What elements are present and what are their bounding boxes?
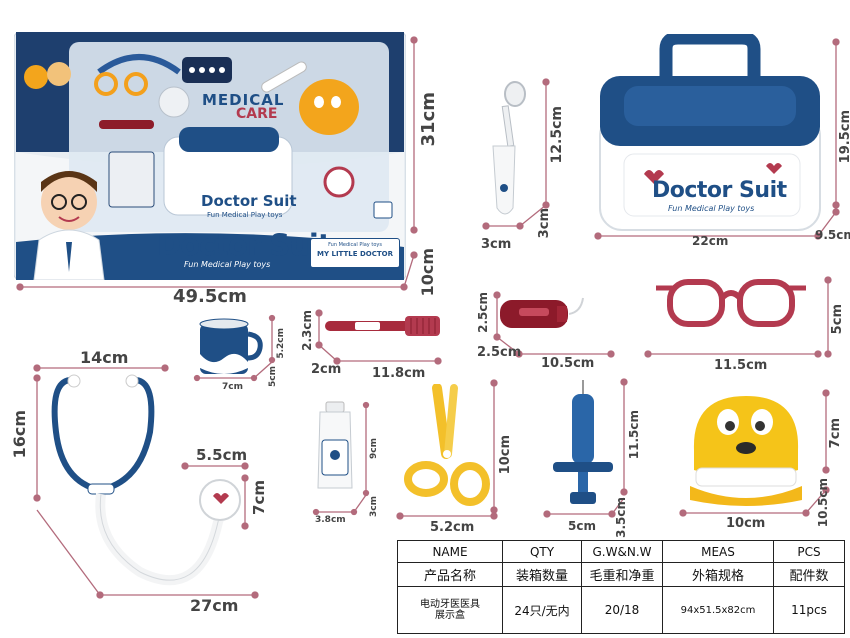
- toothbrush: [325, 316, 440, 336]
- package-brand: Doctor Suit: [157, 228, 332, 262]
- spec-name-line2: 展示盒: [435, 610, 465, 622]
- dim-teeth-width: 10cm: [726, 516, 766, 531]
- spec-header-pcs-cn: 配件数: [773, 562, 845, 588]
- stethoscope: [51, 374, 241, 586]
- package-label-small: Fun Medical Play toys: [328, 242, 382, 248]
- teeth-model: [690, 396, 802, 506]
- thermometer: [500, 297, 584, 328]
- dim-box-depth: 10cm: [418, 248, 437, 297]
- spec-cell-pcs: 11pcs: [773, 586, 845, 634]
- dim-case-height: 19.5cm: [838, 110, 850, 164]
- dim-thermo-height: 2.5cm: [476, 292, 490, 333]
- dim-teeth-height: 7cm: [828, 418, 843, 449]
- dim-cup-depth: 5cm: [268, 366, 278, 387]
- dim-brush-depth: 2cm: [311, 362, 342, 377]
- dim-scissors-height: 10cm: [498, 435, 513, 475]
- spec-cell-qty: 24只/无内: [502, 586, 582, 634]
- dim-steth-head-height: 7cm: [250, 480, 268, 515]
- spec-header-weight-cn: 毛重和净重: [581, 562, 663, 588]
- dim-case-depth: 9.5cm: [815, 228, 850, 242]
- spec-header-name-cn: 产品名称: [397, 562, 503, 588]
- dim-case-width: 22cm: [692, 234, 729, 248]
- syringe: [553, 380, 613, 504]
- scissors: [404, 384, 490, 506]
- cup: [199, 318, 263, 374]
- spec-header-qty-cn: 装箱数量: [502, 562, 582, 588]
- spec-cell-name: 电动牙医医具 展示盒: [397, 586, 503, 634]
- case-brand: Doctor Suit: [652, 178, 787, 203]
- package-label: Fun Medical Play toys MY LITTLE DOCTOR: [310, 238, 400, 268]
- dim-tube-height: 9cm: [369, 438, 379, 459]
- package-tagline: Fun Medical Play toys: [184, 260, 271, 269]
- kit-brand: Doctor Suit: [201, 192, 297, 210]
- toothpaste-tube: [317, 401, 353, 489]
- spec-header-name: NAME: [397, 539, 503, 564]
- doctor-case: Doctor Suit Fun Medical Play toys: [596, 34, 824, 234]
- dim-syringe-height: 11.5cm: [627, 410, 641, 460]
- dim-brush-width: 11.8cm: [372, 366, 426, 381]
- dim-tube-width: 3.8cm: [315, 515, 346, 525]
- spec-name-line1: 电动牙医医具: [420, 599, 480, 611]
- dim-steth-width: 14cm: [80, 348, 129, 367]
- mouth-mirror: [492, 81, 526, 215]
- glasses: [656, 279, 806, 327]
- kit-subtitle: Fun Medical Play toys: [207, 211, 283, 219]
- dim-cup-width: 7cm: [222, 382, 243, 392]
- dim-steth-height: 16cm: [10, 410, 29, 459]
- package-label-main: MY LITTLE DOCTOR: [317, 250, 393, 258]
- dim-syringe-width: 5cm: [568, 519, 596, 533]
- dim-box-width: 49.5cm: [173, 286, 247, 307]
- medical-care-badge-care: CARE: [236, 106, 278, 122]
- spec-header-en-row: NAME QTY G.W&N.W MEAS PCS: [397, 539, 845, 564]
- doctor-case-shape: [599, 34, 821, 231]
- dim-glasses-height: 5cm: [830, 304, 845, 335]
- spec-cell-meas: 94x51.5x82cm: [662, 586, 774, 634]
- spec-header-meas-cn: 外箱规格: [662, 562, 774, 588]
- dim-steth-length: 27cm: [190, 596, 239, 615]
- dim-tube-depth: 3cm: [369, 496, 379, 517]
- dim-brush-height: 2.3cm: [300, 310, 314, 351]
- dim-syringe-depth: 3.5cm: [614, 497, 628, 538]
- dim-mirror-length: 12.5cm: [549, 106, 565, 164]
- spec-header-weight: G.W&N.W: [581, 539, 663, 564]
- dim-glasses-width: 11.5cm: [714, 358, 768, 373]
- spec-header-qty: QTY: [502, 539, 582, 564]
- dim-cup-height: 5.2cm: [276, 328, 286, 359]
- spec-header-meas: MEAS: [662, 539, 774, 564]
- dim-thermo-width: 10.5cm: [541, 356, 595, 371]
- dim-steth-head-width: 5.5cm: [196, 446, 248, 464]
- spec-cell-weight: 20/18: [581, 586, 663, 634]
- dim-thermo-depth: 2.5cm: [477, 345, 522, 360]
- spec-header-cn-row: 产品名称 装箱数量 毛重和净重 外箱规格 配件数: [397, 562, 845, 588]
- package-box: MEDICAL CARE Doctor Suit Fun Medical Pla…: [14, 32, 406, 280]
- spec-data-row: 电动牙医医具 展示盒 24只/无内 20/18 94x51.5x82cm 11p…: [397, 586, 845, 634]
- dim-scissors-width: 5.2cm: [430, 520, 475, 535]
- spec-table: NAME QTY G.W&N.W MEAS PCS 产品名称 装箱数量 毛重和净…: [397, 539, 845, 634]
- case-subtitle: Fun Medical Play toys: [668, 204, 755, 213]
- spec-header-pcs: PCS: [773, 539, 845, 564]
- dim-box-height: 31cm: [418, 92, 439, 147]
- medical-care-badge-medical: MEDICAL: [202, 91, 285, 109]
- dim-mirror-depth: 3cm: [537, 208, 552, 239]
- package-artwork: [14, 32, 406, 280]
- dim-teeth-depth: 10.5cm: [816, 478, 830, 528]
- dim-mirror-width: 3cm: [481, 237, 512, 252]
